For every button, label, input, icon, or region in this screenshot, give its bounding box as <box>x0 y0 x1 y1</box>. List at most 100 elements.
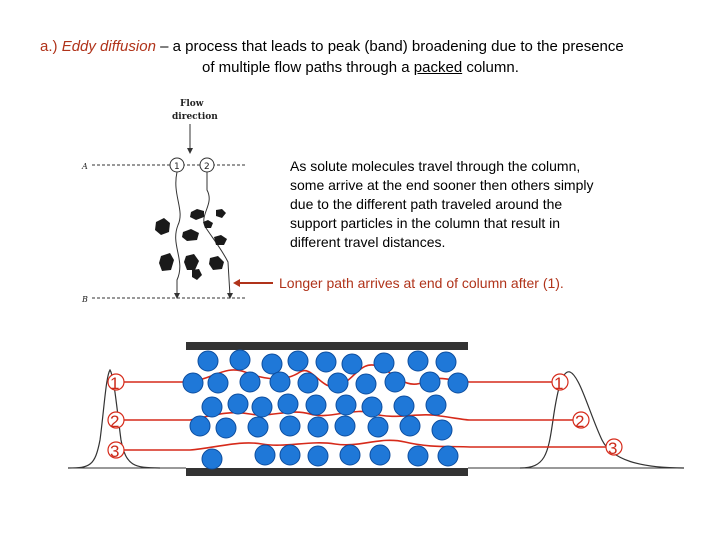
bead <box>307 445 329 467</box>
title-line-1: a.) Eddy diffusion – a process that lead… <box>18 36 708 57</box>
bead <box>239 371 261 393</box>
explanation-text: As solute molecules travel through the c… <box>290 157 650 252</box>
explanation-line: support particles in the column that res… <box>290 215 561 231</box>
longer-path-label: Longer path arrives at end of column aft… <box>279 275 564 291</box>
explanation-line: due to the different path traveled aroun… <box>290 196 563 212</box>
slide-title: a.) Eddy diffusion – a process that lead… <box>18 36 708 78</box>
packing-beads <box>182 349 469 470</box>
bead <box>335 394 357 416</box>
bead <box>399 415 421 437</box>
bead <box>327 372 349 394</box>
initial-peak <box>67 368 161 469</box>
bead <box>315 351 337 373</box>
left-path-labels: 1 2 3 <box>107 373 125 461</box>
direction-label: direction <box>172 112 218 122</box>
particle <box>182 229 199 241</box>
bead <box>334 415 356 437</box>
right-label-1: 1 <box>554 374 563 393</box>
right-path-labels: 1 2 3 <box>551 373 623 458</box>
bead <box>261 353 283 375</box>
bead <box>447 372 469 394</box>
path-2-arrowhead <box>227 293 233 299</box>
bead <box>277 393 299 415</box>
bead <box>297 372 319 394</box>
explanation-line: some arrive at the end sooner then other… <box>290 177 594 193</box>
broadened-peak <box>519 371 685 469</box>
bead <box>341 353 363 375</box>
title-line-2: of multiple flow paths through a packed … <box>18 57 708 78</box>
bead <box>407 445 429 467</box>
right-label-2-circle <box>572 411 590 429</box>
title-rest: – a process that leads to peak (band) br… <box>155 38 624 55</box>
label-b: B <box>81 295 88 304</box>
right-label-2: 2 <box>575 412 584 431</box>
title-line2-b: column. <box>462 59 519 76</box>
left-label-2: 2 <box>110 412 119 431</box>
bead <box>425 394 447 416</box>
right-label-1-circle <box>551 373 569 391</box>
bead <box>287 350 309 372</box>
left-label-3-circle <box>107 441 125 459</box>
flow-label: Flow <box>180 99 204 109</box>
bead <box>207 372 229 394</box>
bead <box>201 448 223 470</box>
bead <box>373 352 395 374</box>
left-label-3: 3 <box>110 442 119 461</box>
bead <box>229 349 251 371</box>
path-1-number: 1 <box>174 162 180 172</box>
label-a: A <box>81 162 88 171</box>
bead <box>247 416 269 438</box>
bead <box>419 371 441 393</box>
bead <box>384 371 406 393</box>
bead <box>215 417 237 439</box>
bead <box>201 396 223 418</box>
particle <box>214 235 227 245</box>
left-label-1-circle <box>107 373 125 391</box>
particle <box>155 218 170 235</box>
bead <box>407 350 429 372</box>
title-line2-a: of multiple flow paths through a <box>202 59 414 76</box>
bead <box>369 444 391 466</box>
particle <box>216 209 226 218</box>
column-top-wall <box>186 342 468 350</box>
bead <box>254 444 276 466</box>
bead <box>251 396 273 418</box>
bead <box>182 372 204 394</box>
longer-path-arrowhead <box>233 279 240 287</box>
bead <box>355 373 377 395</box>
column-bottom-wall <box>186 468 468 476</box>
path-2-line <box>203 172 231 297</box>
bead <box>189 415 211 437</box>
bead <box>367 416 389 438</box>
bead <box>197 350 219 372</box>
bead <box>307 416 329 438</box>
path-2-number: 2 <box>204 162 210 172</box>
path-1-arrowhead <box>174 293 180 299</box>
particle <box>209 256 224 270</box>
bead <box>431 419 453 441</box>
left-label-2-circle <box>107 411 125 429</box>
flow-schematic: Flow direction A B 1 2 <box>81 99 245 304</box>
packing-particles <box>155 209 227 280</box>
bead <box>339 444 361 466</box>
explanation-line: different travel distances. <box>290 234 446 250</box>
particle <box>190 209 204 220</box>
column-diagram: 1 2 3 1 2 3 <box>67 342 685 476</box>
particle <box>192 269 202 280</box>
bead <box>393 395 415 417</box>
flow-arrowhead <box>187 148 193 154</box>
bead <box>279 415 301 437</box>
bead <box>435 351 457 373</box>
title-term: Eddy diffusion <box>61 38 156 55</box>
explanation-line: As solute molecules travel through the c… <box>290 158 581 174</box>
flow-path-3 <box>124 439 606 451</box>
title-underlined-word: packed <box>413 59 463 76</box>
right-label-3: 3 <box>608 439 617 458</box>
bead <box>361 396 383 418</box>
path-1-line <box>175 171 181 296</box>
bead <box>227 393 249 415</box>
bead <box>437 445 459 467</box>
title-prefix: a.) <box>40 38 62 55</box>
right-label-3-circle <box>605 438 623 456</box>
bead <box>279 444 301 466</box>
